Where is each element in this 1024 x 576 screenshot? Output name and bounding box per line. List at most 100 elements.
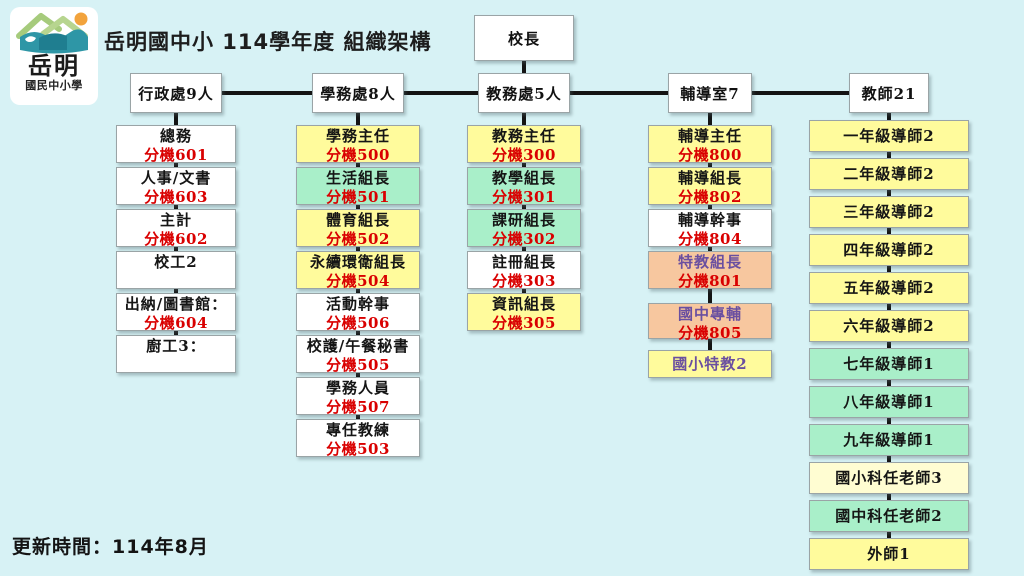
org-box-title: 九年級導師1 xyxy=(843,430,935,449)
column-header-label: 教師21 xyxy=(861,84,917,103)
org-box-title: 輔導主任 xyxy=(677,127,742,145)
org-box-title: 永續環衛組長 xyxy=(309,253,406,271)
org-box: 八年級導師1 xyxy=(809,386,969,418)
org-box-title: 體育組長 xyxy=(325,211,390,229)
org-box-extension: 分機507 xyxy=(326,398,390,416)
org-box: 輔導主任分機800 xyxy=(648,125,772,164)
org-box-extension: 分機500 xyxy=(326,146,390,164)
org-box-title: 一年級導師2 xyxy=(843,126,935,145)
sun-icon xyxy=(74,12,88,26)
org-box-title: 國中專輔 xyxy=(677,305,742,323)
update-time-note: 更新時間：114年8月 xyxy=(12,536,209,558)
org-box: 國小科任老師3 xyxy=(809,462,969,494)
org-box-extension: 分機504 xyxy=(326,272,390,290)
org-box: 永續環衛組長分機504 xyxy=(296,251,420,290)
org-box: 體育組長分機502 xyxy=(296,209,420,248)
logo-school-name: 岳明 xyxy=(28,52,80,80)
org-box-title: 國中科任老師2 xyxy=(835,506,943,525)
org-box-title: 六年級導師2 xyxy=(843,316,935,335)
org-box-extension: 分機800 xyxy=(678,146,742,164)
org-box: 外師1 xyxy=(809,538,969,570)
org-box-title: 國小特教2 xyxy=(672,354,748,373)
column-header-4: 教師21 xyxy=(849,73,929,113)
org-box: 生活組長分機501 xyxy=(296,167,420,206)
org-box: 專任教練分機503 xyxy=(296,419,420,458)
org-box: 九年級導師1 xyxy=(809,424,969,456)
column-header-label: 輔導室7 xyxy=(680,84,740,103)
org-box: 學務主任分機500 xyxy=(296,125,420,164)
wave-crest xyxy=(25,36,36,42)
org-box-extension: 分機303 xyxy=(492,272,556,290)
org-box-title: 學務人員 xyxy=(325,379,390,397)
org-box-extension: 分機300 xyxy=(492,146,556,164)
wave-shape-dark xyxy=(39,33,67,50)
org-box-extension: 分機603 xyxy=(144,188,208,206)
org-box: 二年級導師2 xyxy=(809,158,969,190)
org-box: 一年級導師2 xyxy=(809,120,969,152)
org-box: 廚工3： xyxy=(116,335,236,373)
org-box-title: 活動幹事 xyxy=(325,295,390,313)
org-box-title: 總務 xyxy=(159,127,192,145)
org-box: 特教組長分機801 xyxy=(648,251,772,290)
org-box: 資訊組長分機305 xyxy=(467,293,581,332)
org-box-title: 三年級導師2 xyxy=(843,202,935,221)
org-box: 註冊組長分機303 xyxy=(467,251,581,290)
org-box: 四年級導師2 xyxy=(809,234,969,266)
org-box: 校工2 xyxy=(116,251,236,289)
org-box-title: 教務主任 xyxy=(491,127,556,145)
org-box-title: 教學組長 xyxy=(491,169,556,187)
page-title: 岳明國中小 114學年度 組織架構 xyxy=(104,30,432,54)
org-box: 國中專輔分機805 xyxy=(648,303,772,342)
org-box-title: 人事/文書 xyxy=(140,169,212,187)
org-box: 輔導幹事分機804 xyxy=(648,209,772,248)
org-box-title: 出納/圖書館： xyxy=(124,295,228,313)
org-box-extension: 分機505 xyxy=(326,356,390,374)
org-box: 出納/圖書館：分機604 xyxy=(116,293,236,332)
column-header-0: 行政處9人 xyxy=(130,73,222,113)
org-box: 主計分機602 xyxy=(116,209,236,248)
org-box-extension: 分機801 xyxy=(678,272,742,290)
org-box: 六年級導師2 xyxy=(809,310,969,342)
org-box: 教學組長分機301 xyxy=(467,167,581,206)
org-box: 國中科任老師2 xyxy=(809,500,969,532)
org-box: 七年級導師1 xyxy=(809,348,969,380)
org-box-title: 八年級導師1 xyxy=(843,392,935,411)
org-box: 活動幹事分機506 xyxy=(296,293,420,332)
org-box-title: 課研組長 xyxy=(491,211,556,229)
org-box-title: 資訊組長 xyxy=(491,295,556,313)
column-header-1: 學務處8人 xyxy=(312,73,404,113)
logo-school-type: 國民中小學 xyxy=(25,79,83,92)
org-box: 人事/文書分機603 xyxy=(116,167,236,206)
org-box-extension: 分機305 xyxy=(492,314,556,332)
school-logo: 岳明 國民中小學 xyxy=(10,7,98,105)
org-box-extension: 分機805 xyxy=(678,324,742,342)
org-box-extension: 分機506 xyxy=(326,314,390,332)
org-box-title: 外師1 xyxy=(867,544,911,563)
org-box-extension: 分機502 xyxy=(326,230,390,248)
org-box-title: 二年級導師2 xyxy=(843,164,935,183)
org-box-title: 國小科任老師3 xyxy=(835,468,943,487)
org-box-extension: 分機604 xyxy=(144,314,208,332)
org-box: 五年級導師2 xyxy=(809,272,969,304)
org-box-title: 註冊組長 xyxy=(491,253,556,271)
column-header-label: 教務處5人 xyxy=(486,84,562,103)
org-box: 國小特教2 xyxy=(648,350,772,378)
column-header-2: 教務處5人 xyxy=(478,73,570,113)
org-box-title: 四年級導師2 xyxy=(843,240,935,259)
org-box-title: 七年級導師1 xyxy=(843,354,935,373)
column-header-label: 學務處8人 xyxy=(320,84,396,103)
org-box-extension: 分機804 xyxy=(678,230,742,248)
org-box-title: 校工2 xyxy=(154,253,198,271)
org-box-title: 主計 xyxy=(159,211,192,229)
org-box: 三年級導師2 xyxy=(809,196,969,228)
org-box-extension: 分機501 xyxy=(326,188,390,206)
org-box-principal: 校長 xyxy=(474,15,574,61)
org-box-title: 生活組長 xyxy=(325,169,390,187)
org-box-extension: 分機601 xyxy=(144,146,208,164)
org-box-title: 學務主任 xyxy=(325,127,390,145)
org-box-extension: 分機802 xyxy=(678,188,742,206)
org-box-extension: 分機602 xyxy=(144,230,208,248)
org-box-extension: 分機503 xyxy=(326,440,390,458)
org-box-extension: 分機302 xyxy=(492,230,556,248)
